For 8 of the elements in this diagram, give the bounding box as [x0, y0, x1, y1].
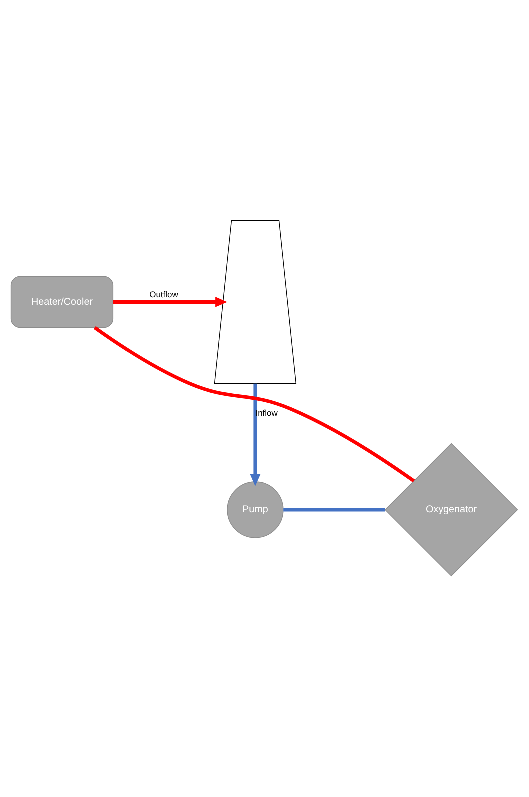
connector	[94, 326, 416, 483]
node-circle: Pump	[227, 482, 284, 538]
edge-label: Outflow	[150, 290, 178, 300]
node-box: Heater/Cooler	[10, 276, 114, 328]
connector	[284, 508, 386, 512]
node-diamond: Oxygenator	[384, 443, 518, 577]
arrow	[250, 384, 261, 486]
arrow	[113, 297, 228, 308]
